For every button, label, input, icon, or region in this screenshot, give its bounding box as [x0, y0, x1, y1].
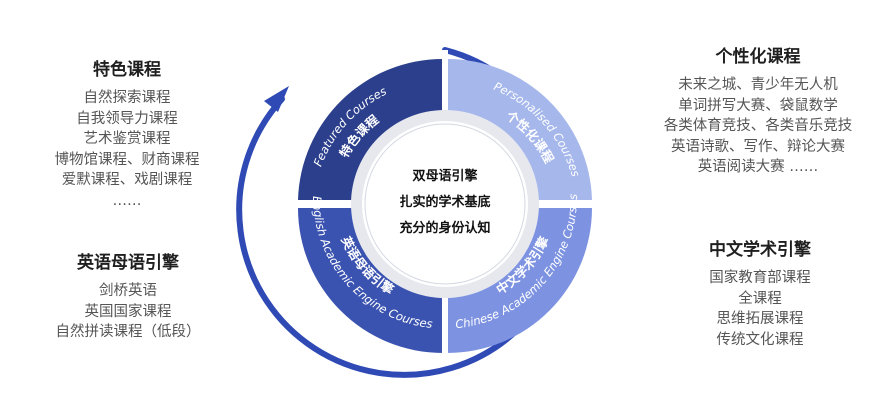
featured-item: 自然探索课程	[83, 90, 171, 106]
chinese-engine-block: 中文学术引擎 国家教育部课程 全课程 思维拓展课程 传统文化课程	[660, 239, 860, 350]
featured-item: ……	[112, 192, 142, 209]
featured-courses-title: 特色课程	[93, 60, 161, 80]
english-item: 剑桥英语	[99, 283, 157, 299]
personal-item: 未来之城、青少年无人机	[678, 77, 838, 93]
english-engine-block: 英语母语引擎 剑桥英语 英国国家课程 自然拼读课程（低段）	[14, 252, 242, 343]
center-line-3: 充分的身份认知	[399, 220, 490, 236]
personal-item: 单词拼写大赛、袋鼠数学	[678, 97, 838, 114]
center-line-1: 双母语引擎	[412, 168, 477, 184]
personalised-courses-block: 个性化课程 未来之城、青少年无人机 单词拼写大赛、袋鼠数学 各类体育竞技、各类音…	[625, 46, 889, 178]
chinese-engine-title: 中文学术引擎	[709, 240, 811, 260]
english-item: 英国国家课程	[84, 303, 172, 320]
cycle-arrowhead-icon	[264, 86, 289, 112]
personalised-courses-title: 个性化课程	[715, 47, 801, 67]
featured-item: 爱默课程、戏剧课程	[61, 172, 193, 188]
english-engine-title: 英语母语引擎	[77, 253, 179, 273]
chinese-item: 国家教育部课程	[709, 270, 811, 286]
personal-item: 英语阅读大赛 ……	[697, 159, 819, 175]
chinese-item: 思维拓展课程	[716, 311, 804, 327]
english-item: 自然拼读课程（低段）	[55, 324, 201, 340]
featured-courses-block: 特色课程 自然探索课程 自我领导力课程 艺术鉴赏课程 博物馆课程、财商课程 爱默…	[42, 59, 212, 211]
center-line-2: 扎实的学术基底	[399, 194, 490, 210]
featured-item: 自我领导力课程	[76, 110, 178, 127]
chinese-item: 全课程	[738, 290, 782, 307]
personal-item: 英语诗歌、写作、辩论大赛	[671, 138, 845, 155]
featured-item: 博物馆课程、财商课程	[54, 151, 200, 168]
personal-item: 各类体育竞技、各类音乐竞技	[663, 118, 853, 134]
chinese-item: 传统文化课程	[716, 331, 804, 348]
featured-item: 艺术鉴赏课程	[83, 131, 171, 147]
